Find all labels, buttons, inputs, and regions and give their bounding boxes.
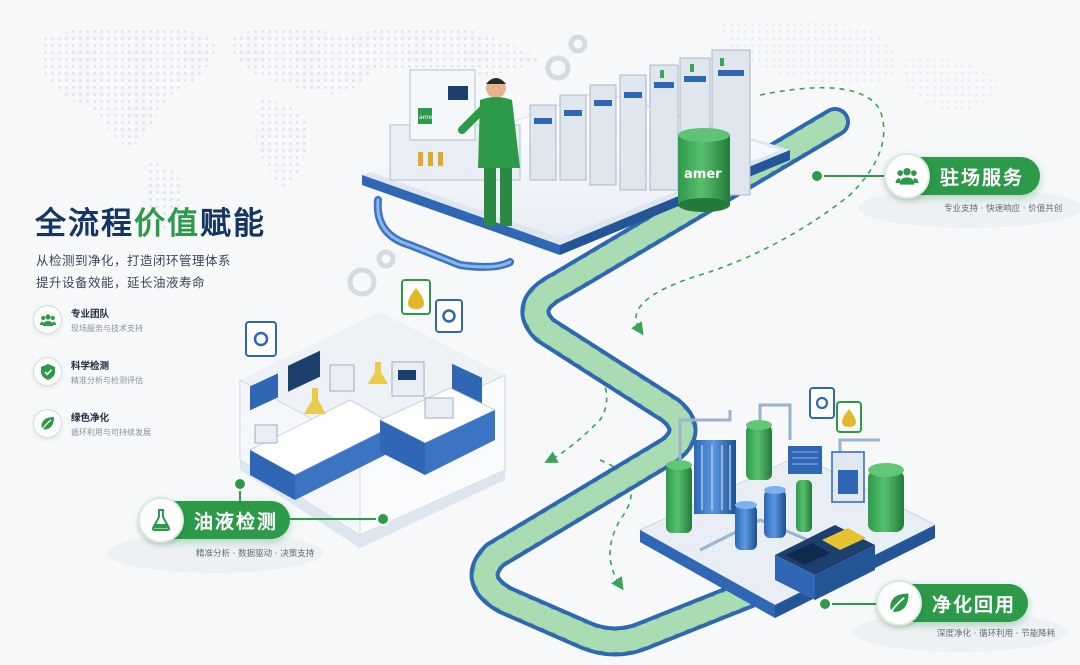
feature-team: 专业团队 现场服务与技术支持 xyxy=(33,305,143,334)
feature-title: 专业团队 xyxy=(71,308,110,320)
stage-purify-reuse: 净化回用 xyxy=(876,580,1028,626)
badge-icons xyxy=(245,279,862,433)
title-part: 赋能 xyxy=(200,206,266,242)
page-title: 全流程价值赋能 xyxy=(35,198,266,243)
team-icon xyxy=(884,153,930,199)
stage-desc: 专业支持 · 快速响应 · 价值共创 xyxy=(944,204,1063,214)
svg-text:amer: amer xyxy=(419,114,435,121)
factory-platform: amer amer xyxy=(362,49,790,255)
flask-icon xyxy=(138,497,184,543)
oil-drum: amer xyxy=(678,128,730,212)
stage-label: 净化回用 xyxy=(932,593,1017,616)
stage-desc: 深度净化 · 循环利用 · 节能降耗 xyxy=(937,629,1056,639)
gear-icon xyxy=(347,34,588,297)
title-part: 全流程 xyxy=(35,206,134,242)
feature-desc: 现场服务与技术支持 xyxy=(71,323,143,333)
leaf-icon xyxy=(876,580,922,626)
stage-onsite-service: 驻场服务 xyxy=(884,153,1040,199)
conveyor-belt xyxy=(469,107,850,657)
title-accent: 价值 xyxy=(134,206,200,242)
feature-testing: 科学检测 精准分析与检测评估 xyxy=(33,357,143,386)
subtitle-line-2: 提升设备效能，延长油液寿命 xyxy=(36,275,206,290)
lab-room xyxy=(239,312,506,548)
team-icon xyxy=(33,305,62,334)
subtitle-line-1: 从检测到净化，打造闭环管理体系 xyxy=(36,253,232,268)
purification-plant xyxy=(638,403,937,618)
pipe xyxy=(373,196,514,271)
feature-title: 科学检测 xyxy=(71,360,110,372)
feature-desc: 精准分析与检测评估 xyxy=(71,375,143,385)
technician xyxy=(458,78,520,226)
stage-desc: 精准分析 · 数据驱动 · 决策支持 xyxy=(196,549,315,559)
feature-desc: 循环利用与可持续发展 xyxy=(71,427,151,437)
stage-label: 油液检测 xyxy=(194,510,279,533)
svg-text:amer: amer xyxy=(684,167,722,182)
stage-label: 驻场服务 xyxy=(940,166,1025,189)
connector-dots xyxy=(233,169,832,611)
leaf-icon xyxy=(33,409,62,438)
feature-green: 绿色净化 循环利用与可持续发展 xyxy=(33,409,151,438)
feature-title: 绿色净化 xyxy=(71,412,110,424)
stage-oil-testing: 油液检测 xyxy=(138,497,290,543)
shield-icon xyxy=(33,357,62,386)
world-map-dots xyxy=(40,18,1000,235)
